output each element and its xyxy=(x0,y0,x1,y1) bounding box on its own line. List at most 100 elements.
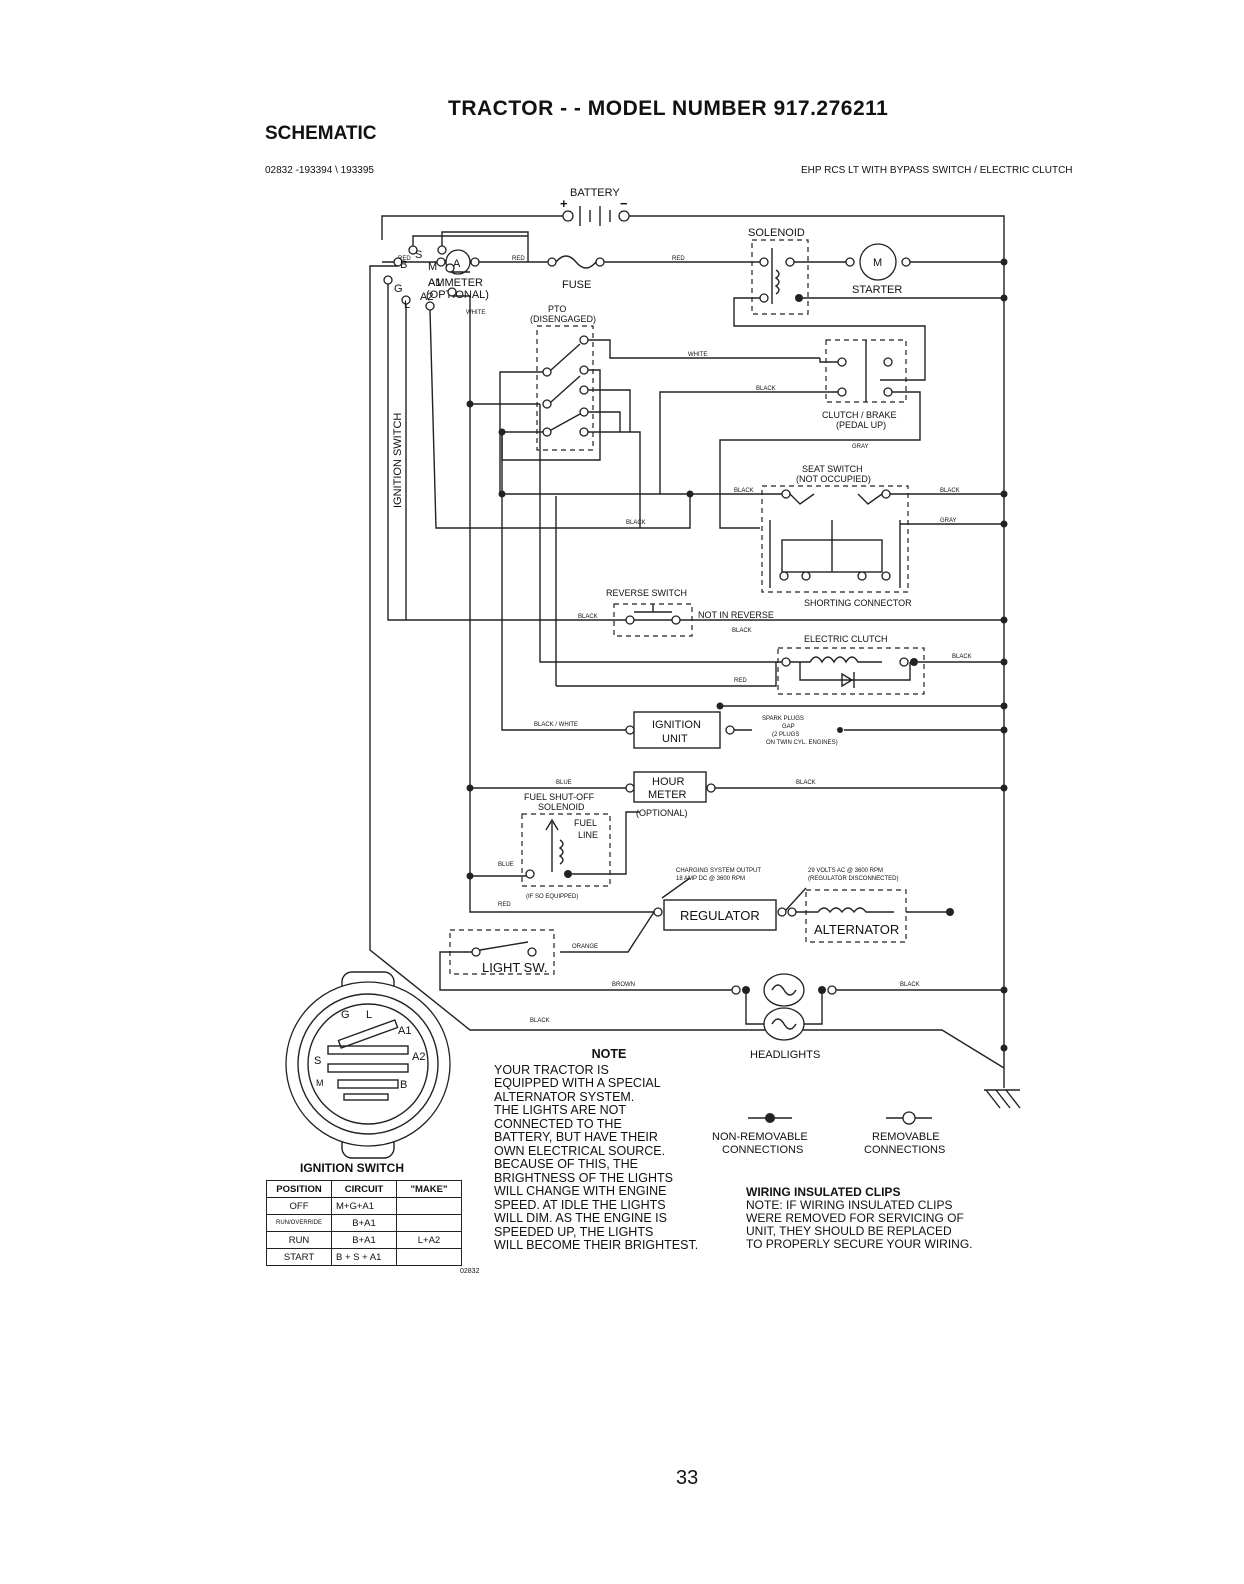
svg-text:NON-REMOVABLE: NON-REMOVABLE xyxy=(712,1131,808,1143)
svg-text:CHARGING SYSTEM OUTPUT: CHARGING SYSTEM OUTPUT xyxy=(676,868,761,874)
svg-text:BLACK: BLACK xyxy=(734,488,754,494)
svg-text:UNIT: UNIT xyxy=(662,733,688,745)
battery: BATTERY + − xyxy=(560,187,630,226)
svg-text:IGNITION: IGNITION xyxy=(652,719,701,731)
svg-text:18 AMP DC @ 3600 RPM: 18 AMP DC @ 3600 RPM xyxy=(676,876,745,882)
svg-text:REMOVABLE: REMOVABLE xyxy=(872,1131,940,1143)
table-row: START B + S + A1 xyxy=(266,1248,462,1266)
svg-text:BLACK / WHITE: BLACK / WHITE xyxy=(534,722,578,728)
fuse: FUSE xyxy=(547,255,605,291)
svg-text:HOUR: HOUR xyxy=(652,776,684,788)
svg-text:BLUE: BLUE xyxy=(498,862,514,868)
svg-text:BLACK: BLACK xyxy=(626,520,646,526)
note-line: SPEED. AT IDLE THE LIGHTS xyxy=(494,1197,666,1212)
svg-text:BLACK: BLACK xyxy=(578,614,598,620)
alternator: 29 VOLTS AC @ 3600 RPM (REGULATOR DISCON… xyxy=(785,868,907,943)
svg-text:S: S xyxy=(415,249,422,261)
pto-switch: PTO (DISENGAGED) xyxy=(530,304,596,451)
svg-text:L: L xyxy=(366,1009,372,1021)
table-cell: B+A1 xyxy=(331,1231,397,1249)
fuse-label: FUSE xyxy=(562,279,591,291)
note-line: SPEEDED UP, THE LIGHTS xyxy=(494,1224,654,1239)
regulator: CHARGING SYSTEM OUTPUT 18 AMP DC @ 3600 … xyxy=(653,868,787,931)
svg-text:RED: RED xyxy=(512,256,525,262)
note-line: YOUR TRACTOR IS xyxy=(494,1062,609,1077)
svg-text:ORANGE: ORANGE xyxy=(572,944,598,950)
table-row: RUN B+A1 L+A2 xyxy=(266,1231,462,1249)
seat-switch-label: SEAT SWITCH xyxy=(802,464,863,474)
svg-text:WHITE: WHITE xyxy=(688,352,707,358)
clips-line: TO PROPERLY SECURE YOUR WIRING. xyxy=(746,1237,973,1251)
svg-text:M: M xyxy=(428,261,437,273)
table-cell: B+A1 xyxy=(331,1214,397,1232)
battery-label: BATTERY xyxy=(570,187,620,199)
svg-text:L: L xyxy=(404,299,410,311)
svg-text:GRAY: GRAY xyxy=(940,518,957,524)
battery-minus: − xyxy=(620,196,628,211)
seat-switch-state-label: (NOT OCCUPIED) xyxy=(796,474,871,484)
note-line: THE LIGHTS ARE NOT xyxy=(494,1103,626,1117)
not-in-reverse-label: NOT IN REVERSE xyxy=(698,610,774,620)
reverse-switch-label: REVERSE SWITCH xyxy=(606,588,687,598)
svg-text:GRAY: GRAY xyxy=(852,444,869,450)
table-header: POSITION xyxy=(266,1180,332,1198)
svg-text:A: A xyxy=(453,258,461,270)
clutch-brake-label: CLUTCH / BRAKE xyxy=(822,410,897,420)
table-cell xyxy=(396,1214,462,1232)
pto-label: PTO xyxy=(548,304,566,314)
electric-clutch-label: ELECTRIC CLUTCH xyxy=(804,634,888,644)
note-line: BECAUSE OF THIS, THE xyxy=(494,1157,639,1171)
svg-text:M: M xyxy=(873,257,882,269)
page-title: TRACTOR - - MODEL NUMBER 917.276211 xyxy=(448,97,889,120)
svg-text:(2 PLUGS: (2 PLUGS xyxy=(772,732,799,738)
ammeter-optional-label: (OPTIONAL) xyxy=(426,289,489,301)
headlights: HEADLIGHTS xyxy=(731,973,837,1061)
table-cell xyxy=(396,1197,462,1215)
svg-text:RED: RED xyxy=(498,902,511,908)
svg-text:WHITE: WHITE xyxy=(466,310,485,316)
svg-text:RED: RED xyxy=(672,256,685,262)
table-cell: RUN xyxy=(266,1231,332,1249)
table-cell: OFF xyxy=(266,1197,332,1215)
ammeter-label: AMMETER xyxy=(428,277,483,289)
note-line: BATTERY, BUT HAVE THEIR xyxy=(494,1130,658,1144)
ground-symbol xyxy=(984,1048,1021,1109)
note-line: OWN ELECTRICAL SOURCE. xyxy=(494,1143,666,1158)
svg-text:FUEL: FUEL xyxy=(574,818,597,828)
note-line: WILL CHANGE WITH ENGINE xyxy=(494,1184,667,1198)
svg-text:FUEL SHUT-OFF: FUEL SHUT-OFF xyxy=(524,792,595,802)
clips-line: UNIT, THEY SHOULD BE REPLACED xyxy=(746,1224,952,1238)
table-row: RUN/OVERRIDE B+A1 xyxy=(266,1214,462,1232)
clips-heading: WIRING INSULATED CLIPS xyxy=(746,1185,901,1199)
svg-text:A1: A1 xyxy=(428,277,441,289)
part-numbers: 02832 -193394 \ 193395 xyxy=(265,165,374,176)
note-line: ALTERNATOR SYSTEM. xyxy=(494,1089,635,1104)
svg-text:ALTERNATOR: ALTERNATOR xyxy=(814,922,899,937)
wiring-clips-note: WIRING INSULATED CLIPS NOTE: IF WIRING I… xyxy=(746,1186,1036,1251)
svg-text:BLACK: BLACK xyxy=(732,628,752,634)
svg-text:BLACK: BLACK xyxy=(796,780,816,786)
svg-text:BLACK: BLACK xyxy=(952,654,972,660)
table-header: CIRCUIT xyxy=(331,1180,397,1198)
table-header-row: POSITION CIRCUIT "MAKE" xyxy=(266,1180,462,1198)
ignition-unit: IGNITION UNIT SPARK PLUGS GAP (2 PLUGS O… xyxy=(625,711,843,749)
ignition-switch-face: G L A1 S A2 M B xyxy=(285,971,451,1159)
clutch-brake-state-label: (PEDAL UP) xyxy=(836,420,886,430)
svg-text:RED: RED xyxy=(398,256,411,262)
clips-line: WERE REMOVED FOR SERVICING OF xyxy=(746,1211,964,1225)
headlights-label: HEADLIGHTS xyxy=(750,1049,820,1061)
clips-line: NOTE: IF WIRING INSULATED CLIPS xyxy=(746,1198,953,1212)
svg-text:CONNECTIONS: CONNECTIONS xyxy=(864,1144,945,1156)
svg-text:ON TWIN CYL. ENGINES): ON TWIN CYL. ENGINES) xyxy=(766,740,838,746)
svg-text:B: B xyxy=(400,259,407,271)
note-heading: NOTE xyxy=(591,1047,627,1061)
note-line: BRIGHTNESS OF THE LIGHTS xyxy=(494,1170,673,1185)
svg-text:M: M xyxy=(316,1078,324,1088)
svg-text:BLACK: BLACK xyxy=(940,488,960,494)
solenoid-label: SOLENOID xyxy=(748,227,805,239)
battery-plus: + xyxy=(560,196,568,211)
ammeter: A AMMETER (OPTIONAL) xyxy=(426,249,489,301)
connection-legend: NON-REMOVABLE CONNECTIONS REMOVABLE CONN… xyxy=(712,1111,945,1156)
